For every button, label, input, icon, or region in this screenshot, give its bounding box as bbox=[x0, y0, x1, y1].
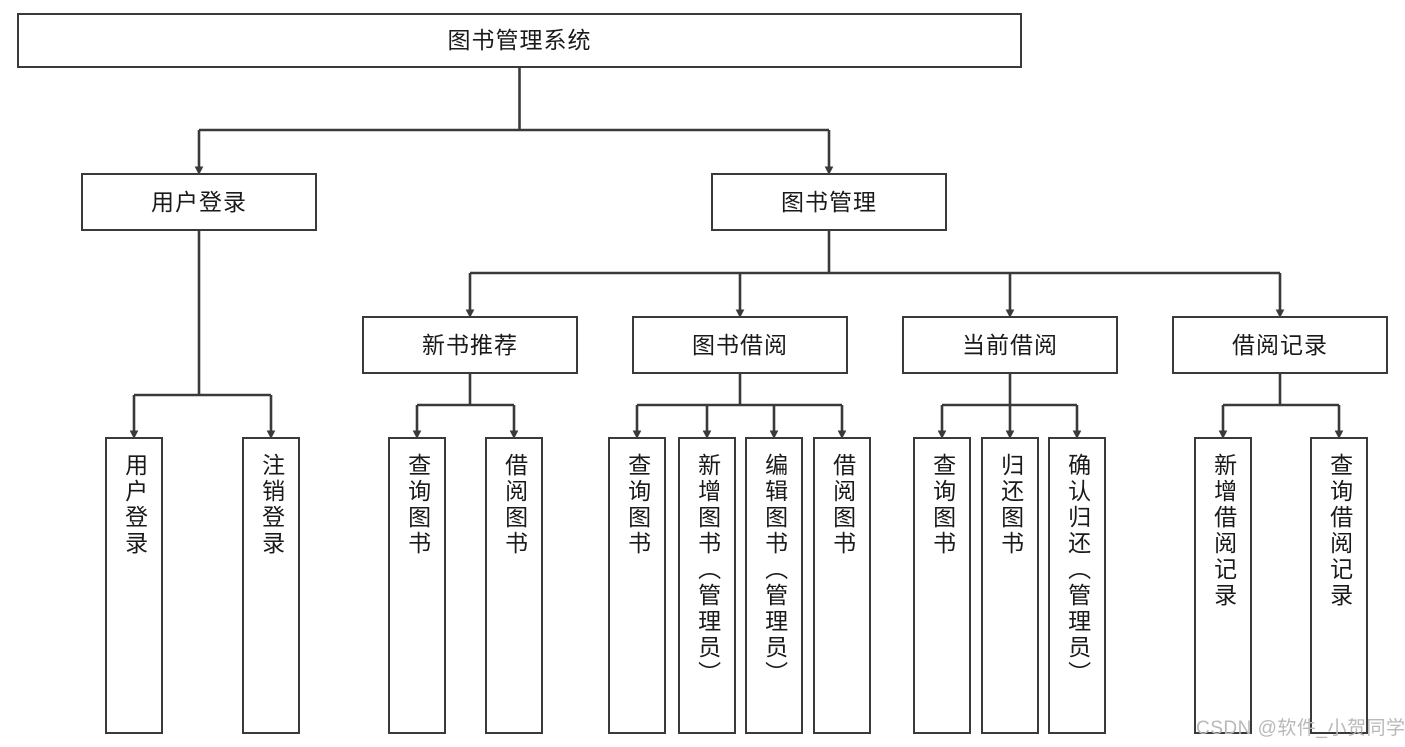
node-leaf-add-record[interactable]: 新增借阅记录 bbox=[1194, 437, 1252, 734]
node-label-leaf-add-record: 新增借阅记录 bbox=[1210, 453, 1237, 609]
node-leaf-query-book-1[interactable]: 查询图书 bbox=[388, 437, 446, 734]
node-label-leaf-logout: 注销登录 bbox=[258, 453, 285, 557]
node-label-leaf-borrow-book-2: 借阅图书 bbox=[829, 453, 856, 557]
node-label-leaf-return-book: 归还图书 bbox=[997, 453, 1024, 557]
node-label-book-management: 图书管理 bbox=[781, 188, 877, 215]
node-leaf-query-book-2[interactable]: 查询图书 bbox=[608, 437, 666, 734]
node-leaf-confirm-return[interactable]: 确认归还（管理员） bbox=[1048, 437, 1106, 734]
node-label-book-borrow: 图书借阅 bbox=[692, 331, 788, 358]
node-leaf-borrow-book-2[interactable]: 借阅图书 bbox=[813, 437, 871, 734]
node-leaf-edit-book[interactable]: 编辑图书（管理员） bbox=[745, 437, 803, 734]
node-new-book-recommend[interactable]: 新书推荐 bbox=[362, 316, 578, 374]
node-label-new-book-recommend: 新书推荐 bbox=[422, 331, 518, 358]
node-leaf-borrow-book-1[interactable]: 借阅图书 bbox=[485, 437, 543, 734]
node-label-leaf-borrow-book-1: 借阅图书 bbox=[501, 453, 528, 557]
node-leaf-logout[interactable]: 注销登录 bbox=[242, 437, 300, 734]
node-leaf-user-login[interactable]: 用户登录 bbox=[105, 437, 163, 734]
node-label-root: 图书管理系统 bbox=[447, 27, 592, 53]
node-label-leaf-query-book-1: 查询图书 bbox=[404, 453, 431, 557]
node-label-borrow-record: 借阅记录 bbox=[1232, 331, 1328, 358]
node-label-leaf-edit-book: 编辑图书（管理员） bbox=[761, 453, 788, 687]
node-book-management[interactable]: 图书管理 bbox=[711, 173, 947, 231]
node-label-leaf-add-book: 新增图书（管理员） bbox=[694, 453, 721, 687]
node-leaf-add-book[interactable]: 新增图书（管理员） bbox=[678, 437, 736, 734]
node-label-current-borrow: 当前借阅 bbox=[962, 331, 1058, 358]
csdn-watermark: CSDN @软件_小贺同学 bbox=[1196, 718, 1405, 739]
node-label-leaf-query-book-2: 查询图书 bbox=[624, 453, 651, 557]
node-borrow-record[interactable]: 借阅记录 bbox=[1172, 316, 1388, 374]
node-user-login[interactable]: 用户登录 bbox=[81, 173, 317, 231]
node-root[interactable]: 图书管理系统 bbox=[17, 13, 1022, 68]
node-leaf-query-book-3[interactable]: 查询图书 bbox=[913, 437, 971, 734]
node-current-borrow[interactable]: 当前借阅 bbox=[902, 316, 1118, 374]
node-book-borrow[interactable]: 图书借阅 bbox=[632, 316, 848, 374]
node-label-leaf-user-login: 用户登录 bbox=[121, 453, 148, 557]
node-label-leaf-query-book-3: 查询图书 bbox=[929, 453, 956, 557]
node-leaf-query-record[interactable]: 查询借阅记录 bbox=[1310, 437, 1368, 734]
node-leaf-return-book[interactable]: 归还图书 bbox=[981, 437, 1039, 734]
node-label-user-login: 用户登录 bbox=[151, 188, 247, 215]
node-label-leaf-confirm-return: 确认归还（管理员） bbox=[1064, 453, 1091, 687]
node-label-leaf-query-record: 查询借阅记录 bbox=[1326, 453, 1353, 609]
